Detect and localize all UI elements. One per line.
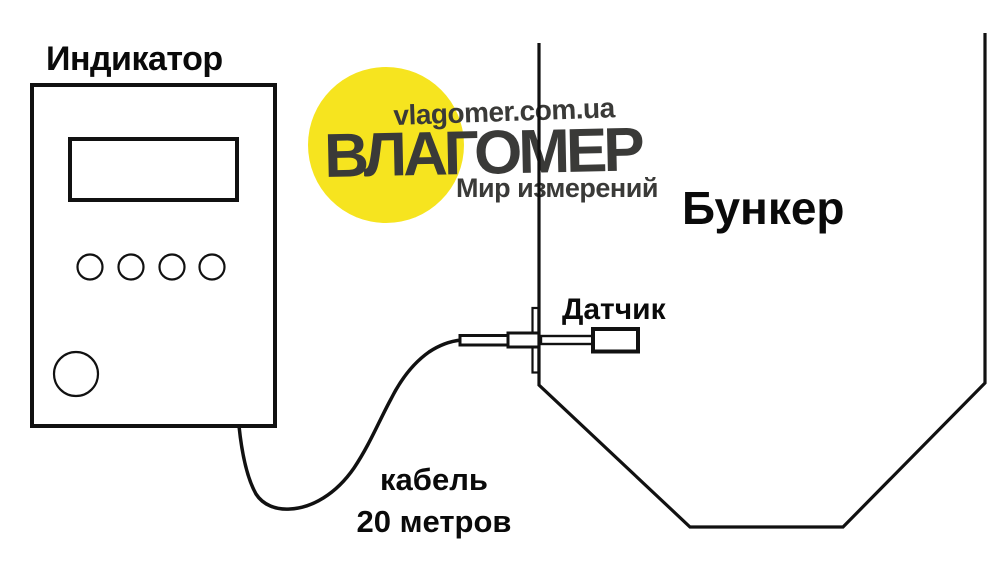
cable-line [237,338,463,511]
indicator-label: Индикатор [46,40,223,78]
cable-label-line2: 20 метров [356,504,512,539]
cable-gland [458,334,510,347]
indicator-button-3-icon [158,253,186,281]
indicator-knob [52,350,100,398]
indicator-display [68,137,239,202]
indicator-buttons [76,253,226,281]
sensor-coupler [506,331,541,349]
indicator-button-2-icon [117,253,145,281]
indicator-button-4-icon [198,253,226,281]
sensor-label: Датчик [562,293,666,326]
cable-label: кабель 20 метров [334,459,534,543]
indicator-button-1-icon [76,253,104,281]
sensor-head [591,327,640,354]
cable-label-line1: кабель [380,462,488,497]
logo-badge-circle [308,67,464,223]
bunker-label: Бункер [682,182,845,234]
sensor-probe [539,334,595,346]
logo-tagline-text: Мир измерений [456,173,658,203]
